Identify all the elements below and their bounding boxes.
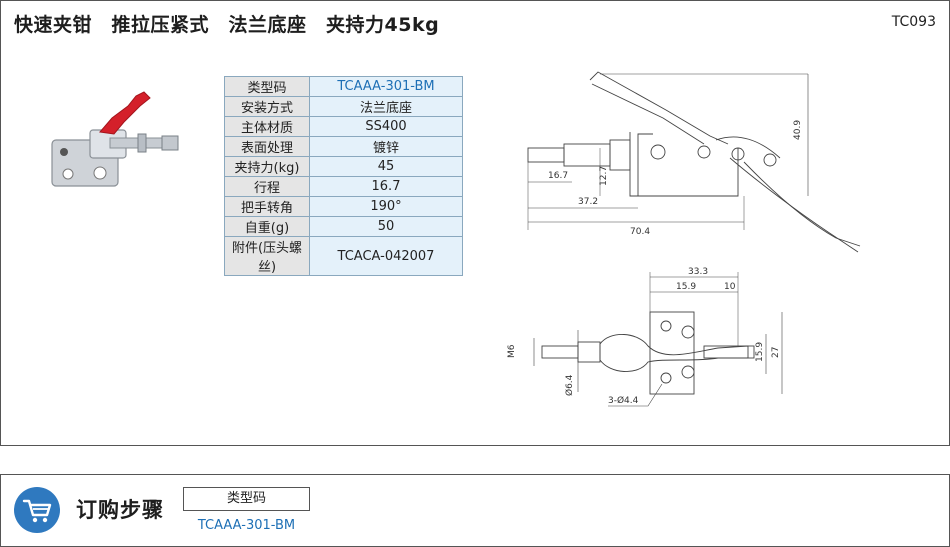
spec-key: 行程 <box>224 176 310 197</box>
top-view <box>533 272 783 407</box>
cart-icon <box>14 487 60 533</box>
dimension-labels: 40.9 12.7 16.7 37.2 70.4 33.3 15.9 10 M6… <box>507 120 803 406</box>
product-panel <box>0 0 950 446</box>
dim-label: M6 <box>507 344 517 358</box>
spec-value-link[interactable]: TCAAA-301-BM <box>309 76 463 97</box>
technical-drawing: 40.9 12.7 16.7 37.2 70.4 33.3 15.9 10 M6… <box>507 71 861 407</box>
spec-value: 镀锌 <box>309 136 463 157</box>
dim-label: 70.4 <box>630 227 650 237</box>
page-title: 快速夹钳 推拉压紧式 法兰底座 夹持力45kg <box>14 14 440 36</box>
spec-value: 45 <box>309 156 463 177</box>
spec-value: 50 <box>309 216 463 237</box>
spec-key: 安装方式 <box>224 96 310 117</box>
dim-label: 12.7 <box>599 166 609 186</box>
order-steps-title: 订购步骤 <box>76 498 164 522</box>
spec-value: 190° <box>309 196 463 217</box>
spec-key: 表面处理 <box>224 136 310 157</box>
dim-label: 27 <box>771 347 781 358</box>
dim-label: 15.9 <box>676 282 696 292</box>
product-image <box>51 91 179 187</box>
spec-value: TCACA-042007 <box>309 236 463 276</box>
dim-label: 40.9 <box>793 120 803 140</box>
table-row: 附件(压头螺丝)TCACA-042007 <box>224 236 463 276</box>
table-row: 自重(g)50 <box>224 216 463 237</box>
dim-label: 37.2 <box>578 197 598 207</box>
spec-value: 16.7 <box>309 176 463 197</box>
order-type-code-link[interactable]: TCAAA-301-BM <box>197 518 296 533</box>
dim-label: 33.3 <box>688 267 708 277</box>
table-row: 表面处理镀锌 <box>224 136 463 157</box>
dim-label: Ø6.4 <box>564 374 575 396</box>
product-code: TC093 <box>891 14 936 30</box>
order-type-code-label: 类型码 <box>183 487 310 511</box>
side-view <box>527 71 861 253</box>
dim-label: 15.9 <box>755 342 765 362</box>
spec-key: 自重(g) <box>224 216 310 237</box>
table-row: 安装方式法兰底座 <box>224 96 463 117</box>
spec-value: SS400 <box>309 116 463 137</box>
spec-key: 主体材质 <box>224 116 310 137</box>
dim-label: 3-Ø4.4 <box>608 395 639 406</box>
spec-key: 夹持力(kg) <box>224 156 310 177</box>
dim-label: 10 <box>724 282 736 292</box>
dim-label: 16.7 <box>548 171 568 181</box>
spec-key: 把手转角 <box>224 196 310 217</box>
spec-key: 类型码 <box>224 76 310 97</box>
spec-value: 法兰底座 <box>309 96 463 117</box>
table-row: 夹持力(kg)45 <box>224 156 463 177</box>
spec-key: 附件(压头螺丝) <box>224 236 310 276</box>
